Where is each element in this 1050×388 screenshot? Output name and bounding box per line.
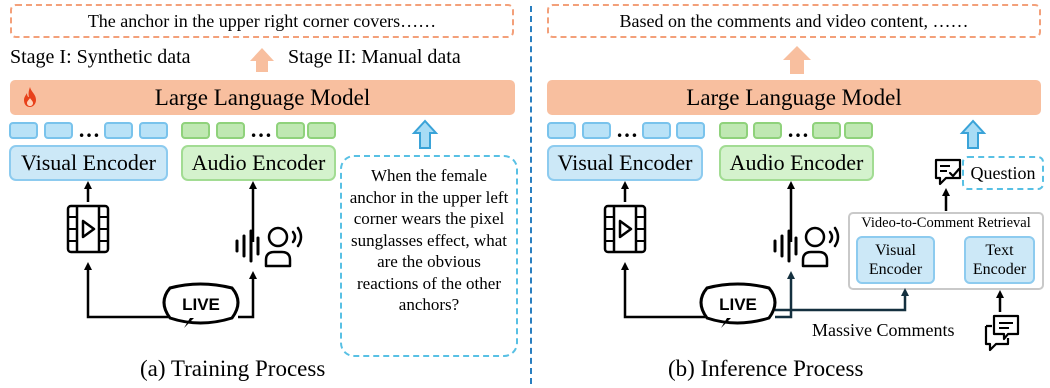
training-live-connectors	[84, 262, 257, 319]
speaker-person-icon	[801, 226, 840, 268]
training-question-text: When the female anchor in the upper left…	[349, 166, 509, 314]
visual-token	[582, 122, 611, 139]
inference-output-text: Based on the comments and video content,…	[619, 10, 969, 31]
stage2-label: Stage II: Manual data	[288, 46, 461, 68]
visual-token	[139, 122, 168, 139]
training-llm-box: Large Language Model	[10, 80, 515, 115]
inference-question-text: Question	[970, 162, 1036, 183]
training-visual-encoder-label: Visual Encoder	[21, 150, 156, 175]
training-question-box: When the female anchor in the upper left…	[340, 155, 518, 357]
training-question-arrow-up-icon	[411, 119, 439, 149]
training-output-arrow-up-icon	[250, 44, 274, 70]
visual-token	[642, 122, 671, 139]
comments-icon	[984, 314, 1020, 352]
inference-live-connectors	[621, 262, 909, 319]
fire-icon	[22, 86, 38, 113]
live-badge-icon: LIVE	[162, 282, 240, 328]
visual-token	[104, 122, 133, 139]
audio-token	[753, 122, 782, 139]
inference-visual-encoder: Visual Encoder	[547, 145, 703, 181]
visual-token	[676, 122, 705, 139]
retrieval-visual-encoder: Visual Encoder	[856, 236, 935, 284]
video-film-icon	[603, 204, 647, 254]
training-audio-encoder: Audio Encoder	[181, 145, 336, 181]
token-ellipsis: …	[78, 117, 100, 142]
retrieval-text-encoder: Text Encoder	[964, 236, 1035, 284]
inference-question-arrow-up-icon	[959, 119, 987, 149]
token-ellipsis: …	[250, 117, 272, 142]
visual-token	[547, 122, 576, 139]
inference-caption: (b) Inference Process	[668, 356, 864, 381]
audio-token	[719, 122, 748, 139]
inference-audio-encoder-label: Audio Encoder	[729, 150, 864, 175]
stage-arrow-up-icon	[250, 48, 274, 72]
training-output-box: The anchor in the upper right corner cov…	[10, 4, 514, 38]
audio-token	[812, 122, 841, 139]
retrieval-title: Video-to-Comment Retrieval	[861, 215, 1031, 231]
inference-audio-encoder: Audio Encoder	[719, 145, 874, 181]
inference-visual-encoder-label: Visual Encoder	[557, 150, 693, 175]
audio-token	[181, 122, 210, 139]
inference-output-arrow-up-icon	[783, 46, 811, 74]
speaker-person-icon	[264, 226, 303, 268]
stage1-label: Stage I: Synthetic data	[10, 46, 191, 68]
section-divider	[530, 6, 532, 384]
training-audio-encoder-label: Audio Encoder	[191, 150, 326, 175]
inference-question-box: Question	[962, 156, 1044, 190]
visual-token	[44, 122, 73, 139]
audio-token	[276, 122, 305, 139]
inference-output-box: Based on the comments and video content,…	[547, 4, 1041, 38]
retrieval-visual-encoder-label: Visual Encoder	[868, 242, 923, 278]
token-ellipsis: …	[616, 117, 638, 142]
token-ellipsis: …	[787, 117, 809, 142]
training-live-text: LIVE	[182, 295, 220, 314]
training-llm-label: Large Language Model	[154, 84, 371, 110]
inference-live-text: LIVE	[719, 295, 757, 314]
inference-llm-box: Large Language Model	[547, 80, 1041, 115]
audio-wave-icon	[773, 229, 798, 263]
live-badge-icon: LIVE	[699, 282, 777, 328]
training-visual-encoder: Visual Encoder	[9, 145, 168, 181]
audio-token	[307, 122, 336, 139]
retrieval-text-encoder-label: Text Encoder	[972, 242, 1027, 278]
training-output-text: The anchor in the upper right corner cov…	[87, 10, 437, 31]
audio-wave-icon	[235, 229, 260, 263]
video-film-icon	[66, 204, 110, 254]
audio-token	[844, 122, 873, 139]
inference-llm-label: Large Language Model	[686, 84, 902, 110]
audio-token	[216, 122, 245, 139]
question-check-icon	[934, 158, 962, 186]
training-caption: (a) Training Process	[140, 356, 326, 381]
massive-comments-label: Massive Comments	[812, 320, 955, 340]
visual-token	[9, 122, 38, 139]
